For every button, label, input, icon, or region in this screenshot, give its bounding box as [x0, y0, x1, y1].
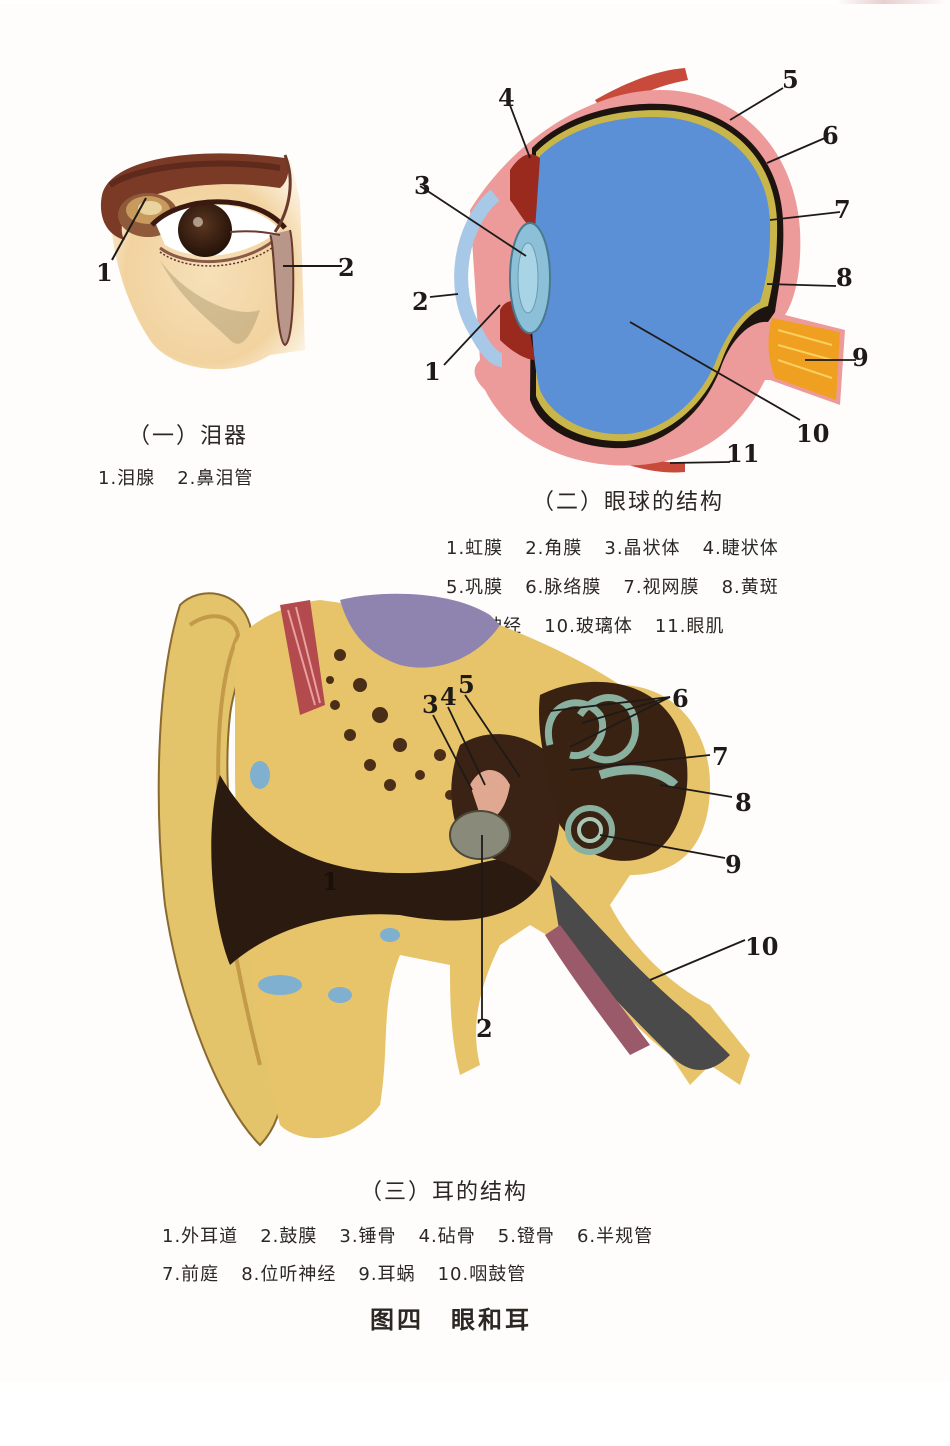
eyeball-legend-row-1: 1.虹膜 2.角膜 3.晶状体 4.睫状体: [446, 534, 801, 560]
lacrimal-label-1: 1: [96, 258, 113, 287]
legend-item: 8.位听神经: [241, 1264, 337, 1285]
legend-item: 11.眼肌: [654, 616, 725, 637]
legend-item: 3.晶状体: [604, 538, 681, 559]
ear-label-1: 1: [322, 867, 339, 896]
legend-item: 2.角膜: [525, 538, 583, 559]
eyeball-title: （二）眼球的结构: [532, 490, 725, 515]
ear-label-9: 9: [725, 850, 742, 879]
figure-title: 图四 眼和耳: [370, 1306, 532, 1334]
ear-label-10: 10: [745, 932, 778, 961]
ear-label-4: 4: [440, 682, 457, 711]
legend-item: 10.咽鼓管: [437, 1264, 527, 1285]
legend-item: 3.锤骨: [339, 1226, 397, 1247]
legend-item: 9.耳蜗: [358, 1264, 416, 1285]
legend-item: 1.虹膜: [446, 538, 504, 559]
book-page: 1 2 （一）泪器 1.泪腺 2.鼻泪管: [0, 0, 950, 1334]
legend-item: 4.睫状体: [702, 538, 779, 559]
eye-label-3: 3: [414, 171, 431, 200]
ear-label-6: 6: [672, 684, 689, 713]
ear-legend-row-2: 7.前庭 8.位听神经 9.耳蜗 10.咽鼓管: [162, 1260, 548, 1286]
legend-item: 6.脉络膜: [525, 577, 602, 598]
legend-item: 10.玻璃体: [544, 616, 633, 637]
lacrimal-title: （一）泪器: [128, 424, 249, 449]
eye-label-7: 7: [834, 195, 851, 224]
lacrimal-apparatus-illustration: 1 2: [96, 153, 355, 370]
eye-label-4: 4: [498, 83, 515, 112]
ear-label-7: 7: [712, 742, 729, 771]
ear-structure-illustration: 1 2 3 4 5 6 7 8 9 10: [157, 592, 778, 1147]
eye-label-9: 9: [852, 343, 869, 372]
lacrimal-legend: 1.泪腺 2.鼻泪管: [98, 464, 275, 490]
eye-label-1: 1: [424, 357, 441, 386]
legend-item: 7.视网膜: [623, 577, 700, 598]
eyeball-legend-row-2: 5.巩膜 6.脉络膜 7.视网膜 8.黄斑: [446, 573, 801, 599]
eye-label-2: 2: [412, 287, 429, 316]
legend-item: 1.泪腺: [98, 468, 156, 489]
ear-label-5: 5: [458, 670, 475, 699]
eye-label-10: 10: [796, 419, 829, 448]
ear-label-2: 2: [476, 1014, 493, 1043]
legend-item: 2.鼻泪管: [177, 468, 254, 489]
legend-item: 5.镫骨: [497, 1226, 555, 1247]
ear-title: （三）耳的结构: [360, 1180, 529, 1205]
eye-label-6: 6: [822, 121, 839, 150]
eye-label-11: 11: [726, 439, 759, 468]
legend-item: 4.砧骨: [418, 1226, 476, 1247]
legend-item: 7.前庭: [162, 1264, 220, 1285]
legend-item: 1.外耳道: [162, 1226, 239, 1247]
legend-item: 5.巩膜: [446, 577, 504, 598]
ear-label-3: 3: [422, 690, 439, 719]
eye-label-5: 5: [782, 65, 799, 94]
legend-item: 6.半规管: [576, 1226, 654, 1247]
lacrimal-label-2: 2: [338, 253, 355, 282]
legend-item: 2.鼓膜: [260, 1226, 318, 1247]
legend-item: 8.黄斑: [721, 577, 779, 598]
eyeball-structure-illustration: 1 2 3 4 5 6 7 8 9 10 11: [412, 65, 869, 473]
ear-legend-row-1: 1.外耳道 2.鼓膜 3.锤骨 4.砧骨 5.镫骨 6.半规管: [162, 1222, 675, 1248]
eye-label-8: 8: [836, 263, 853, 292]
ear-label-8: 8: [735, 788, 752, 817]
page-edge: [0, 0, 950, 4]
